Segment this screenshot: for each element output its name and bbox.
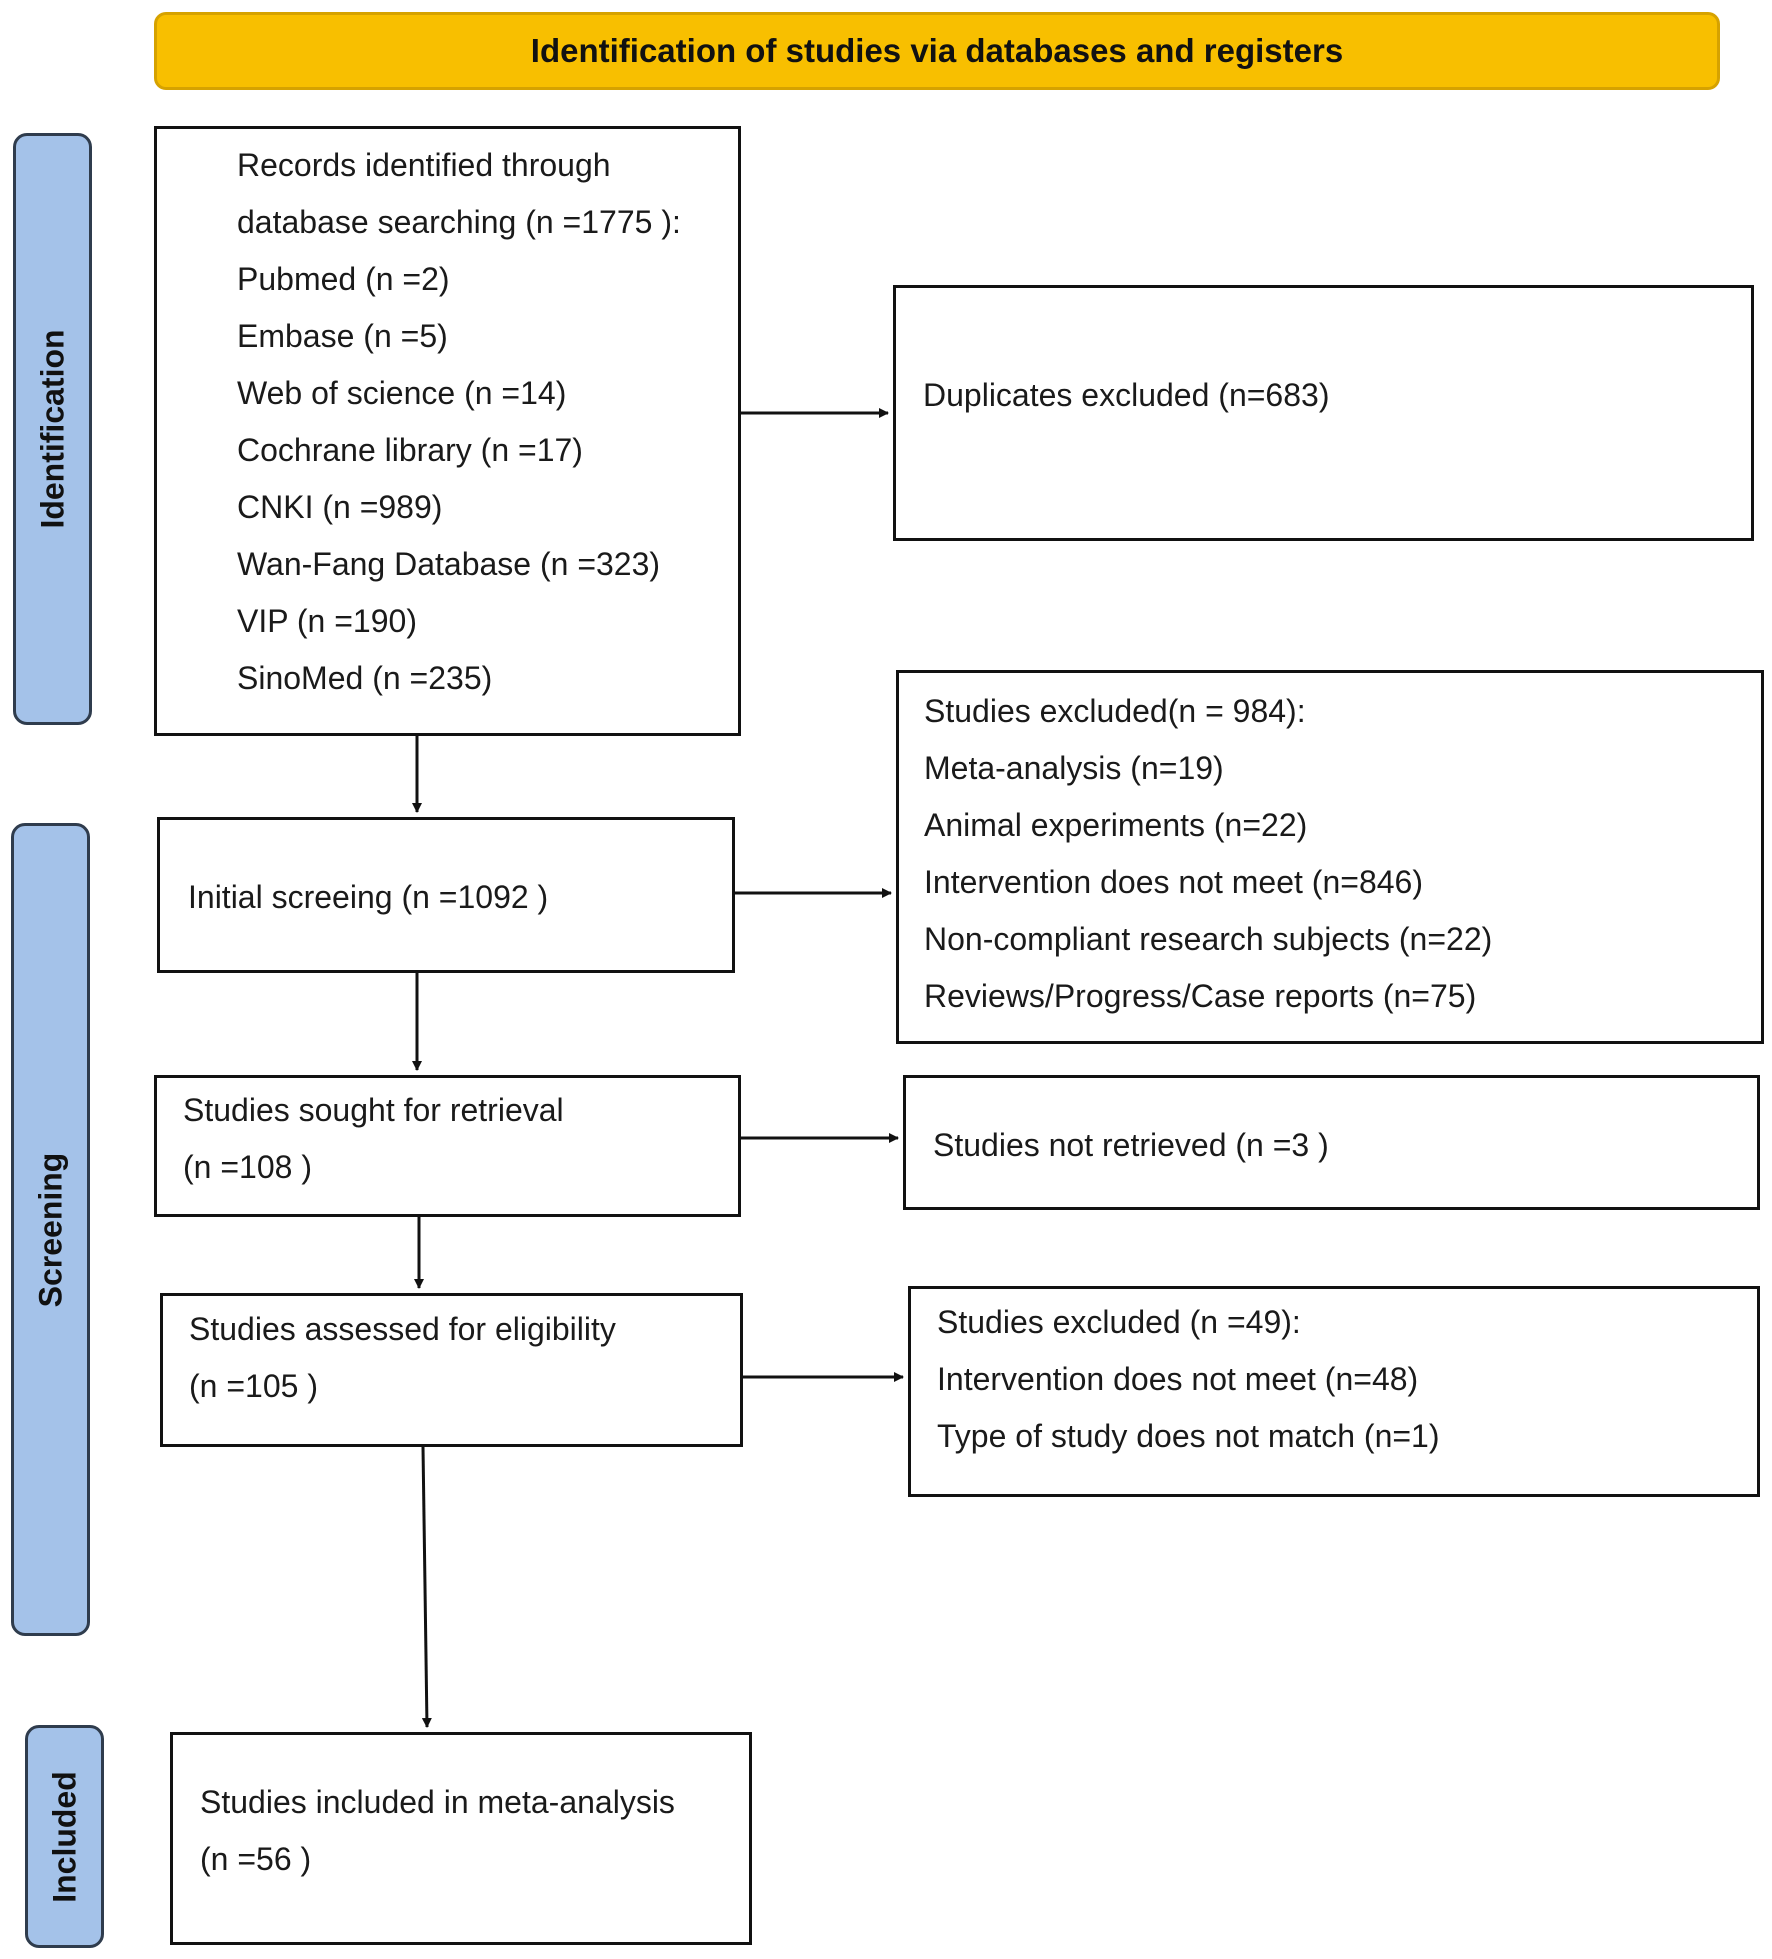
sought-line: (n =108 ) [183, 1149, 312, 1185]
records-line: CNKI (n =989) [237, 489, 443, 525]
screening-excluded-line: Animal experiments (n=22) [924, 807, 1308, 843]
records-line: Web of science (n =14) [237, 375, 567, 411]
screening-excluded-line: Non-compliant research subjects (n=22) [924, 921, 1493, 957]
records-line: Embase (n =5) [237, 318, 448, 354]
assessed-line: Studies assessed for eligibility [189, 1311, 616, 1347]
screening-excluded-line: Studies excluded(n = 984): [924, 693, 1306, 729]
assessed-eligibility-box: Studies assessed for eligibility (n =105… [160, 1293, 743, 1447]
not-retrieved-line: Studies not retrieved (n =3 ) [933, 1127, 1329, 1163]
records-line: Records identified through [237, 147, 611, 183]
eligibility-excluded-line: Type of study does not match (n=1) [937, 1418, 1440, 1454]
duplicates-excluded-box: Duplicates excluded (n=683) [893, 285, 1754, 541]
included-box: Studies included in meta-analysis (n =56… [170, 1732, 752, 1945]
records-line: SinoMed (n =235) [237, 660, 493, 696]
screening-excluded-line: Reviews/Progress/Case reports (n=75) [924, 978, 1477, 1014]
screening-excluded-line: Meta-analysis (n=19) [924, 750, 1224, 786]
initial-screening-line: Initial screeing (n =1092 ) [188, 879, 549, 915]
duplicates-line: Duplicates excluded (n=683) [923, 377, 1330, 413]
included-line: (n =56 ) [200, 1841, 312, 1877]
records-line: Wan-Fang Database (n =323) [237, 546, 661, 582]
records-line: Cochrane library (n =17) [237, 432, 583, 468]
screening-excluded-box: Studies excluded(n = 984): Meta-analysis… [896, 670, 1764, 1044]
initial-screening-box: Initial screeing (n =1092 ) [157, 817, 735, 973]
included-line: Studies included in meta-analysis [200, 1784, 675, 1820]
records-line: database searching (n =1775 ): [237, 204, 681, 240]
records-line: Pubmed (n =2) [237, 261, 450, 297]
header-banner: Identification of studies via databases … [154, 12, 1720, 90]
sought-retrieval-box: Studies sought for retrieval (n =108 ) [154, 1075, 741, 1217]
assessed-line: (n =105 ) [189, 1368, 318, 1404]
phase-screening: Screening [11, 823, 90, 1636]
not-retrieved-box: Studies not retrieved (n =3 ) [903, 1075, 1760, 1210]
arrow-assessed-to-included [421, 1446, 432, 1728]
records-identified-box: Records identified through database sear… [154, 126, 741, 736]
records-line: VIP (n =190) [237, 603, 417, 639]
phase-included: Included [25, 1725, 104, 1948]
phase-identification: Identification [13, 133, 92, 725]
sought-line: Studies sought for retrieval [183, 1092, 564, 1128]
header-title: Identification of studies via databases … [530, 32, 1344, 69]
eligibility-excluded-line: Studies excluded (n =49): [937, 1304, 1301, 1340]
screening-excluded-line: Intervention does not meet (n=846) [924, 864, 1423, 900]
eligibility-excluded-box: Studies excluded (n =49): Intervention d… [908, 1286, 1760, 1497]
eligibility-excluded-line: Intervention does not meet (n=48) [937, 1361, 1419, 1397]
